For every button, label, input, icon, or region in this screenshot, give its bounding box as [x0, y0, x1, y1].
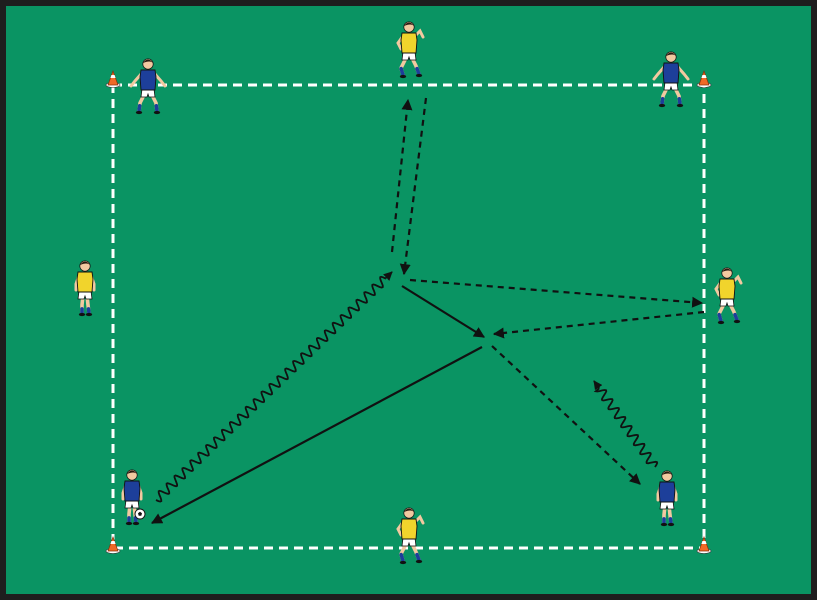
player-yellow	[396, 21, 425, 79]
player-yellow	[74, 260, 96, 317]
player-blue	[656, 470, 678, 527]
run-arrow	[399, 97, 428, 276]
run-arrow	[390, 98, 413, 253]
player-blue	[652, 51, 690, 108]
pass-arrow	[151, 346, 483, 524]
cone	[105, 535, 121, 554]
boundary-dashed	[111, 83, 706, 550]
player-yellow	[396, 507, 425, 565]
cone	[696, 535, 712, 554]
dribble-arrow	[593, 387, 659, 468]
pass-arrow	[401, 285, 485, 338]
arrows	[151, 97, 705, 524]
player-yellow	[714, 267, 743, 325]
cone	[696, 69, 712, 88]
dribble-arrow-tip	[383, 271, 393, 281]
run-arrow	[492, 310, 705, 339]
run-arrow	[409, 278, 704, 308]
dribble-arrow-tip	[593, 380, 603, 391]
soccer-ball	[134, 508, 146, 520]
run-arrow	[491, 345, 641, 485]
dribble-arrow	[155, 275, 387, 503]
cone	[105, 69, 121, 88]
cones	[105, 69, 712, 554]
players	[74, 21, 743, 565]
player-blue	[129, 58, 167, 115]
ball	[134, 508, 146, 520]
